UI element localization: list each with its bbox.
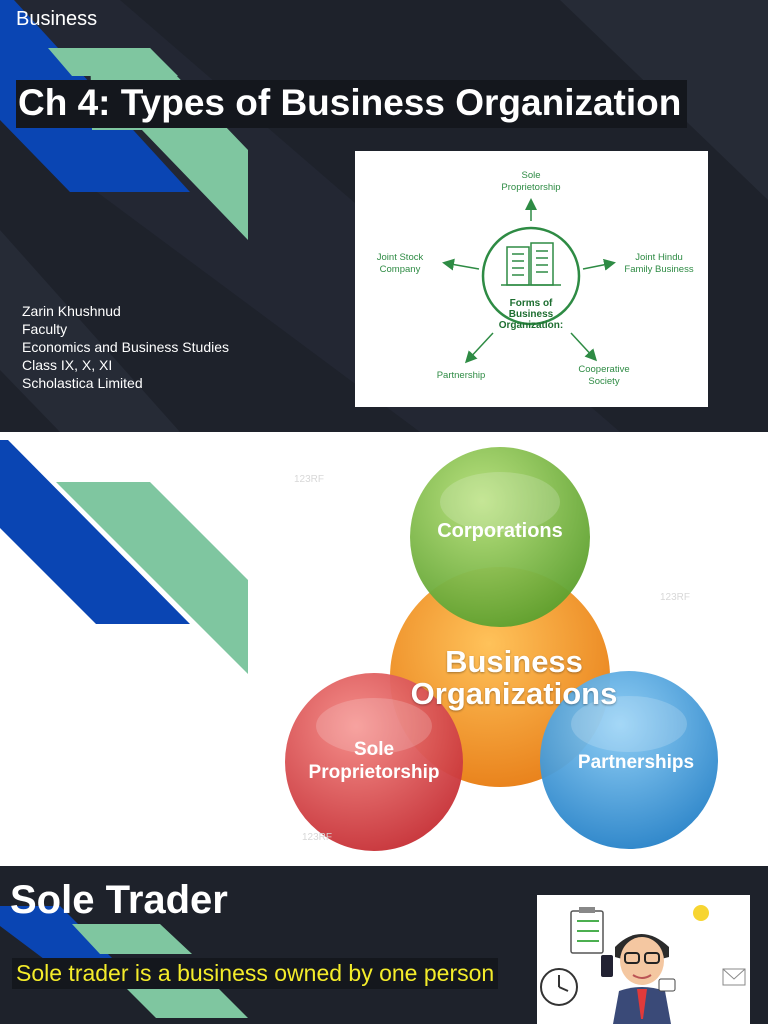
venn-corporations-label: Corporations [437,520,563,542]
envelope-icon [722,968,746,986]
slide-sole-trader[interactable]: Sole Trader Sole trader is a business ow… [0,866,768,1024]
slide-title-text: Sole Trader [10,878,228,922]
red-sphere [285,673,463,851]
author-block: Zarin Khushnud Faculty Economics and Bus… [22,302,229,392]
face [620,937,664,985]
label-joint-hindu-family: Joint Hindu Family Business [624,252,694,275]
forms-diagram-graphics [442,198,616,364]
label-cooperative-society: Cooperative Society [578,364,630,387]
venn-sole-line1: Sole [353,739,395,760]
venn-center-line1: Business [445,644,583,679]
forms-diagram: Sole Proprietorship Joint Stock Company … [355,151,708,407]
venn-sole-label: Sole Proprietorship [296,738,452,784]
center-circle [481,226,581,326]
blue-stripe [0,440,190,624]
label-partnership: Partnership [436,370,486,381]
blue-sphere [540,671,718,849]
deck-header: Business [16,8,98,30]
phone-icon [601,955,613,977]
lightbulb-icon [693,905,709,921]
author-school: Scholastica Limited [22,375,143,391]
label-joint-stock-company: Joint Stock Company [376,252,424,275]
coffee-cup-icon [658,978,676,992]
mint-stripe [72,924,192,954]
mint-stripe [56,482,248,674]
tie [637,989,647,1019]
definition-text: Sole trader is a business owned by one p… [12,958,499,989]
watermark: 123RF [660,592,691,603]
green-sphere [410,447,590,627]
slide-venn[interactable]: Corporations Business Organizations Sole… [0,432,768,866]
venn-center-line2: Organizations [410,676,618,711]
author-classes: Class IX, X, XI [22,357,113,373]
watermark: 123RF [302,832,333,843]
arrow-left [442,258,480,271]
label-sole-proprietorship: Sole Proprietorship [501,170,561,193]
venn-center-label: Business Organizations [400,646,628,710]
slide-title-text: Ch 4: Types of Business Organization [16,80,688,128]
busy-businessman-illustration [537,895,750,1024]
slide-title[interactable]: Business Ch 4: Types of Business Organiz… [0,0,768,432]
arrow-bottom-right [570,332,598,362]
mint-stripe-lower [126,988,248,1018]
author-subjects: Economics and Business Studies [22,339,229,355]
venn-diagram [285,447,718,851]
center-label: Forms of Business Organization: [498,298,564,331]
venn-sole-line2: Proprietorship [308,762,440,783]
author-name: Zarin Khushnud [22,303,121,319]
slide2-decoration [0,440,248,674]
watermark: 123RF [294,474,325,485]
author-role: Faculty [22,321,68,337]
arrow-right [582,258,616,271]
businessman-icon [540,905,746,1024]
mint-stripe-top [48,48,178,76]
building-icon [501,242,561,286]
arrow-bottom-left [464,332,494,364]
venn-partnerships-label: Partnerships [577,752,695,773]
